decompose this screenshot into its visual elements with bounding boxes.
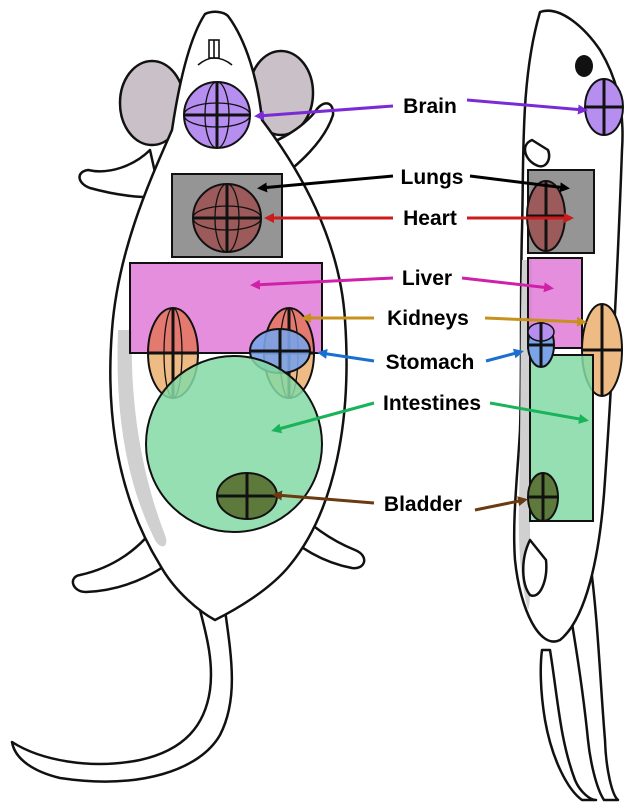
bladder-organ-top	[217, 473, 277, 519]
stomach-organ-side	[528, 323, 554, 367]
label-stomach: Stomach	[386, 351, 475, 374]
tail-top	[12, 610, 232, 781]
heart-organ-side	[527, 181, 565, 251]
brain-organ-side	[585, 79, 623, 135]
label-brain: Brain	[403, 95, 457, 118]
label-lungs: Lungs	[401, 166, 464, 189]
eye	[575, 55, 593, 77]
bladder-organ-side	[528, 473, 558, 521]
label-intestines: Intestines	[383, 392, 481, 415]
label-heart: Heart	[403, 207, 457, 230]
organ-labels: Brain Lungs Heart Liver Kidneys Stomach …	[383, 95, 481, 516]
label-kidneys: Kidneys	[387, 307, 469, 330]
brain-organ-top	[184, 82, 250, 148]
stomach-arrow-right	[486, 352, 520, 361]
heart-organ-top	[193, 184, 261, 252]
label-bladder: Bladder	[384, 493, 462, 516]
label-liver: Liver	[402, 267, 452, 290]
